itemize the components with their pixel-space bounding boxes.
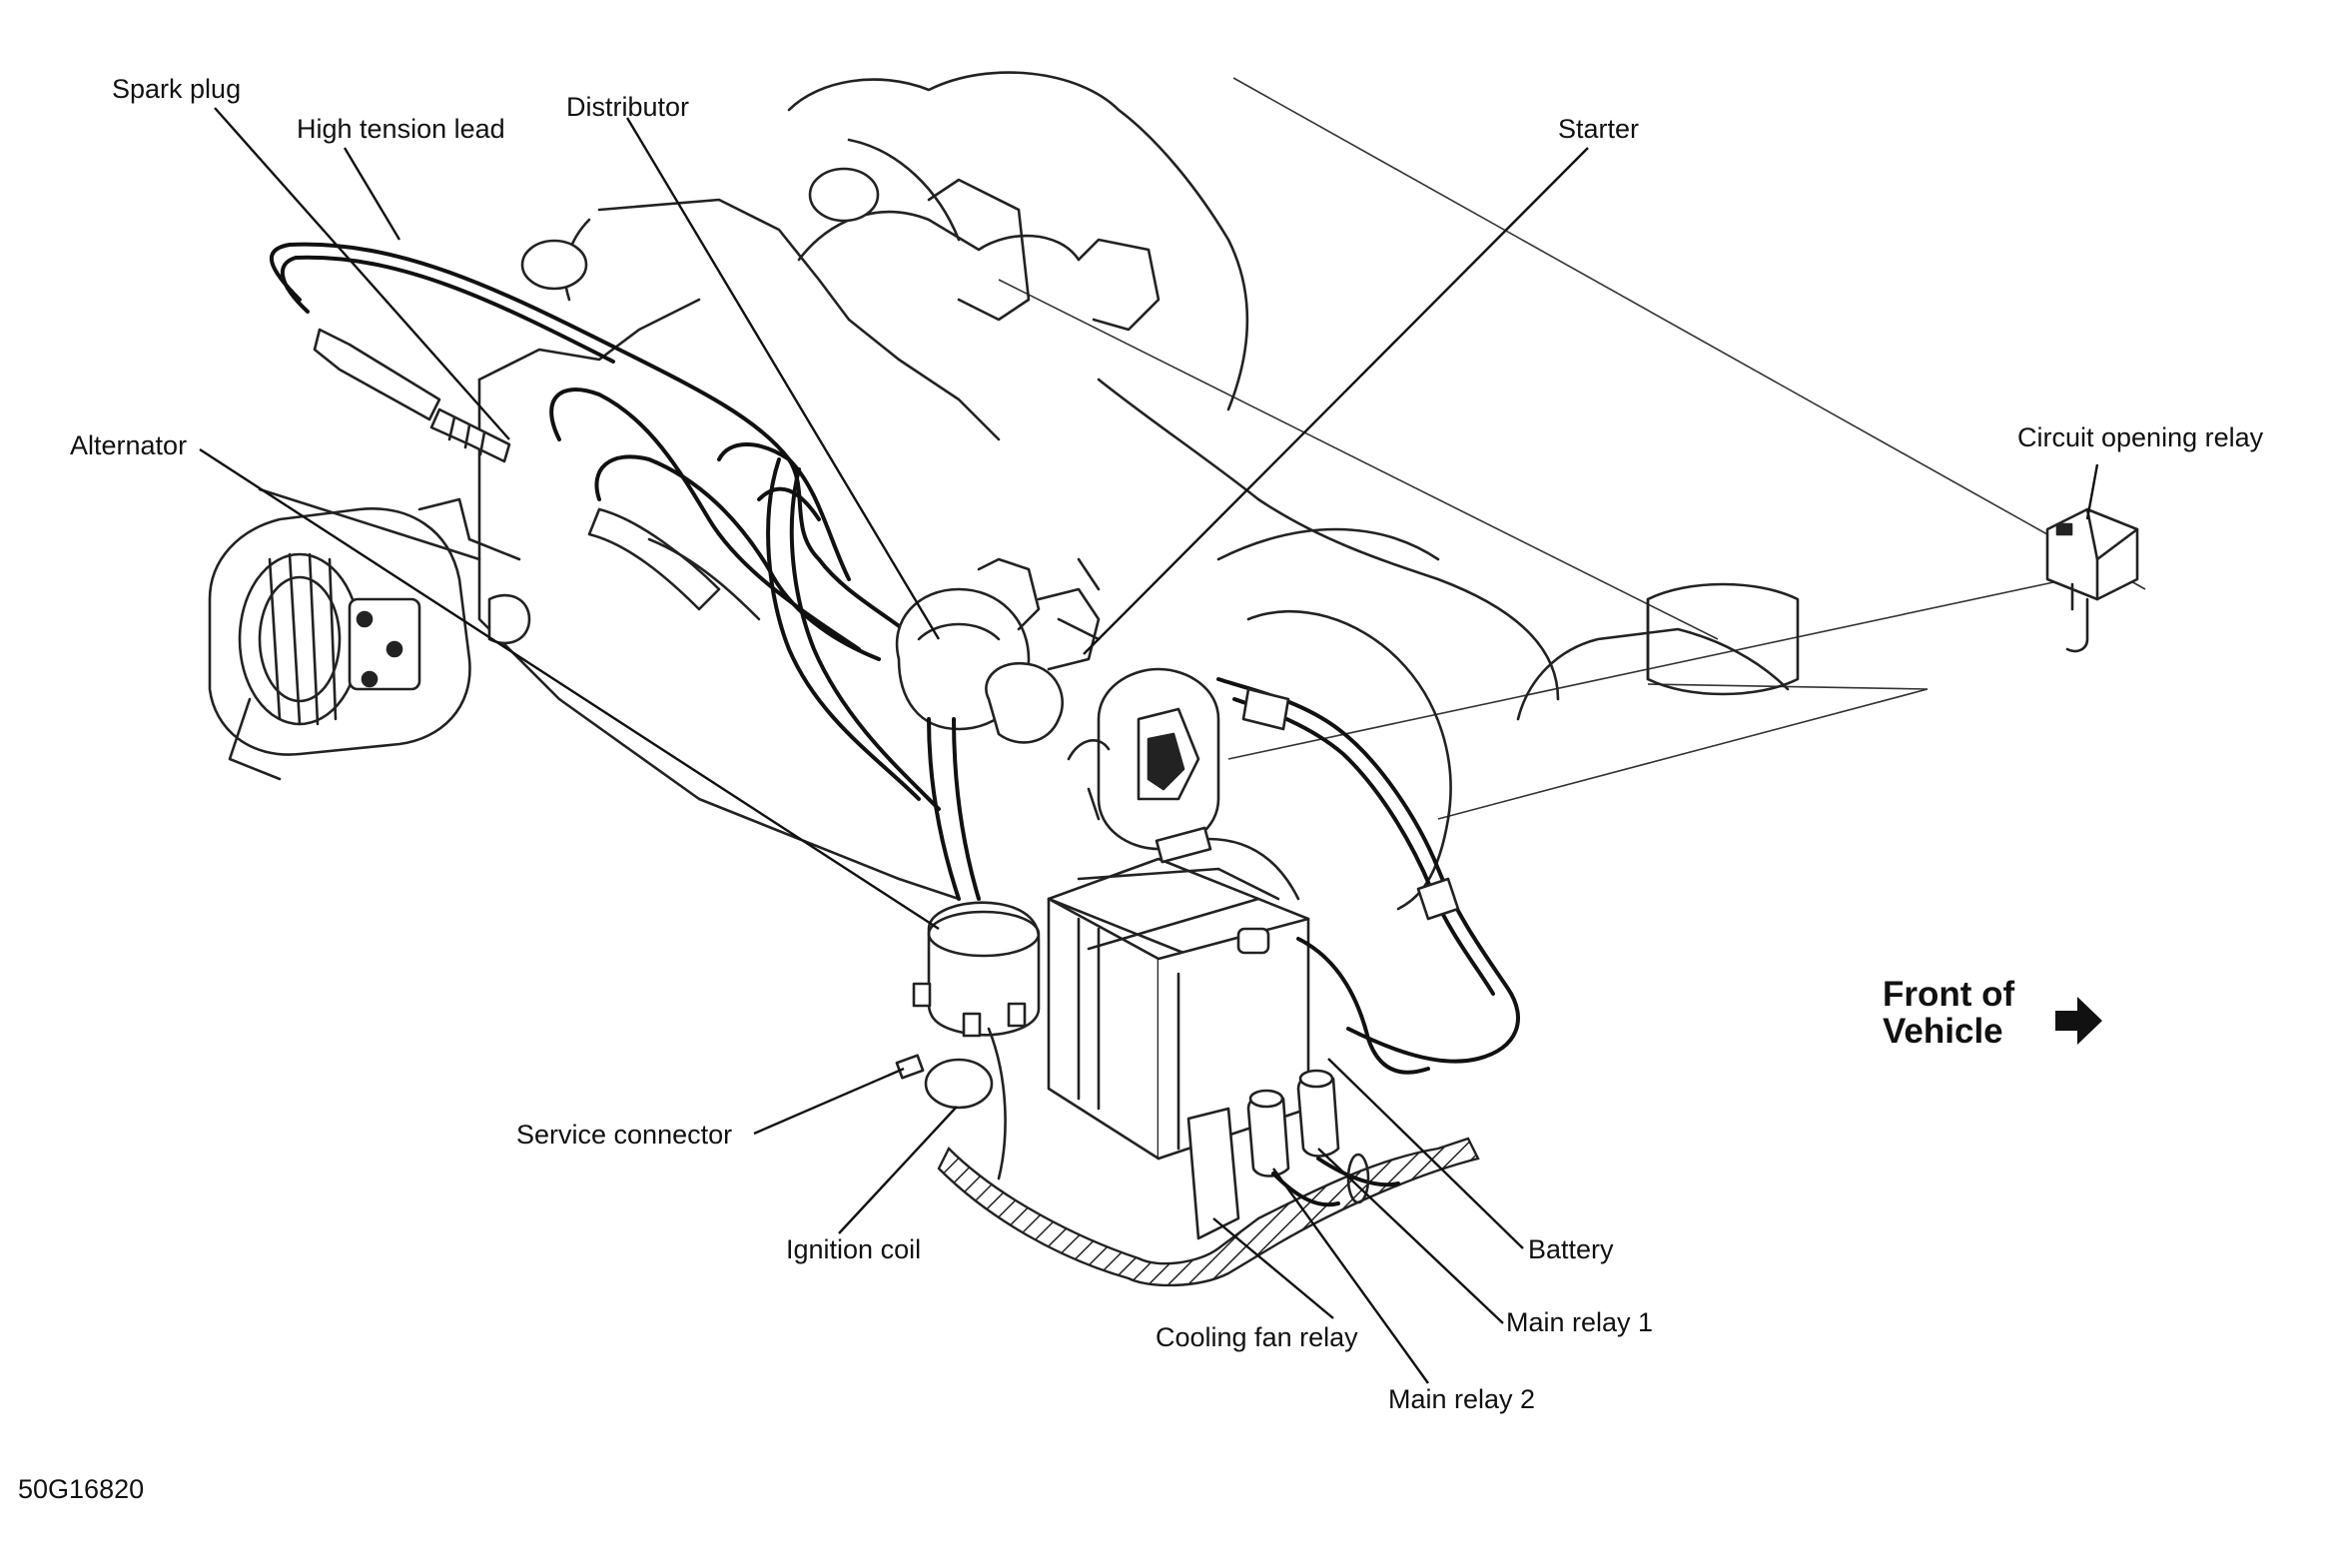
leader-lines <box>199 107 2099 1384</box>
alternator-artwork <box>208 487 531 781</box>
front-of-vehicle-indicator: Front of Vehicle <box>1883 975 2102 1051</box>
label-ignition-coil: Ignition coil <box>786 1234 921 1264</box>
arrow-right-icon <box>2055 997 2102 1045</box>
label-distributor: Distributor <box>566 92 689 122</box>
label-main-relay-2: Main relay 2 <box>1388 1384 1535 1414</box>
label-spark-plug: Spark plug <box>112 74 241 104</box>
label-cooling-fan-relay: Cooling fan relay <box>1156 1322 1358 1352</box>
figure-id: 50G16820 <box>18 1474 144 1504</box>
vehicle-label: Vehicle <box>1883 1012 2003 1051</box>
circuit-opening-relay-artwork <box>2045 507 2139 653</box>
battery-artwork <box>1047 826 1430 1161</box>
label-alternator: Alternator <box>70 430 187 460</box>
label-main-relay-1: Main relay 1 <box>1506 1307 1653 1337</box>
label-circuit-opening-relay: Circuit opening relay <box>2017 422 2264 452</box>
component-labels: Spark plug High tension lead Distributor… <box>70 74 2264 1414</box>
label-battery: Battery <box>1528 1234 1614 1264</box>
label-high-tension-lead: High tension lead <box>297 114 505 144</box>
label-starter: Starter <box>1558 114 1639 144</box>
engine-artwork <box>199 71 2146 1384</box>
front-of-label: Front of <box>1883 975 2015 1014</box>
label-service-connector: Service connector <box>516 1120 732 1150</box>
ignition-coil-artwork <box>912 901 1041 1180</box>
